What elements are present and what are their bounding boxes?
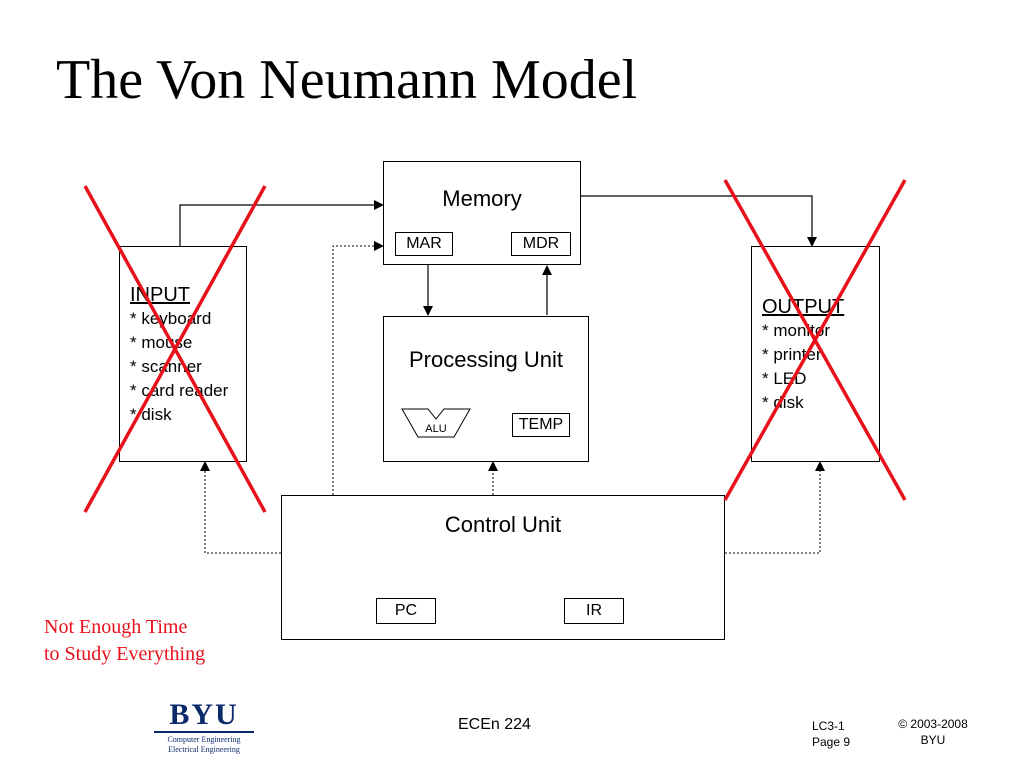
logo-word: BYU — [169, 698, 239, 731]
control-unit-box: Control Unit PC IR — [281, 495, 725, 640]
alu-shape — [401, 408, 471, 438]
note-line: Not Enough Time — [44, 616, 188, 638]
output-box — [751, 246, 880, 462]
logo-subtitle: Computer Engineering — [167, 735, 241, 744]
output-heading: OUTPUT — [762, 296, 845, 318]
memory-to-output-arrow — [581, 195, 817, 247]
red-note: Not Enough Time to Study Everything — [44, 614, 205, 668]
slide-id: LC3-1 — [812, 719, 845, 733]
temp-register: TEMP — [512, 413, 570, 437]
input-to-memory-arrow — [179, 200, 384, 246]
memory-label: Memory — [442, 186, 522, 211]
control-unit-label: Control Unit — [444, 512, 562, 537]
ir-register: IR — [564, 598, 624, 624]
output-item: * printer — [762, 345, 822, 364]
input-cross-line — [83, 185, 267, 513]
logo-divider — [154, 731, 254, 733]
control-to-input-arrow — [200, 461, 281, 554]
mar-register: MAR — [395, 232, 453, 256]
control-to-memory-arrow — [332, 241, 384, 495]
processing-unit-box: Processing Unit ALU TEMP — [383, 316, 589, 462]
copyright-years: © 2003-2008 — [898, 717, 968, 731]
copyright-owner: BYU — [920, 733, 946, 747]
output-item: * disk — [762, 393, 804, 412]
processing-unit-label: Processing Unit — [408, 347, 564, 372]
alu-label: ALU — [425, 423, 447, 435]
pc-register: PC — [376, 598, 436, 624]
input-heading: INPUT — [130, 284, 190, 306]
byu-logo: BYU Computer Engineering Electrical Engi… — [154, 700, 254, 755]
note-line: to Study Everything — [44, 643, 206, 665]
memory-box: Memory MAR MDR — [383, 161, 581, 265]
logo-subtitle: Electrical Engineering — [168, 745, 240, 754]
slide-title: The Von Neumann Model — [56, 49, 638, 111]
output-cross-line — [723, 179, 907, 501]
page-number: Page 9 — [812, 735, 851, 749]
copyright: © 2003-2008 BYU — [888, 716, 978, 748]
page-info: LC3-1 Page 9 — [812, 718, 850, 750]
input-box — [119, 246, 247, 462]
mdr-register: MDR — [511, 232, 571, 256]
course-label: ECEn 224 — [458, 716, 531, 733]
